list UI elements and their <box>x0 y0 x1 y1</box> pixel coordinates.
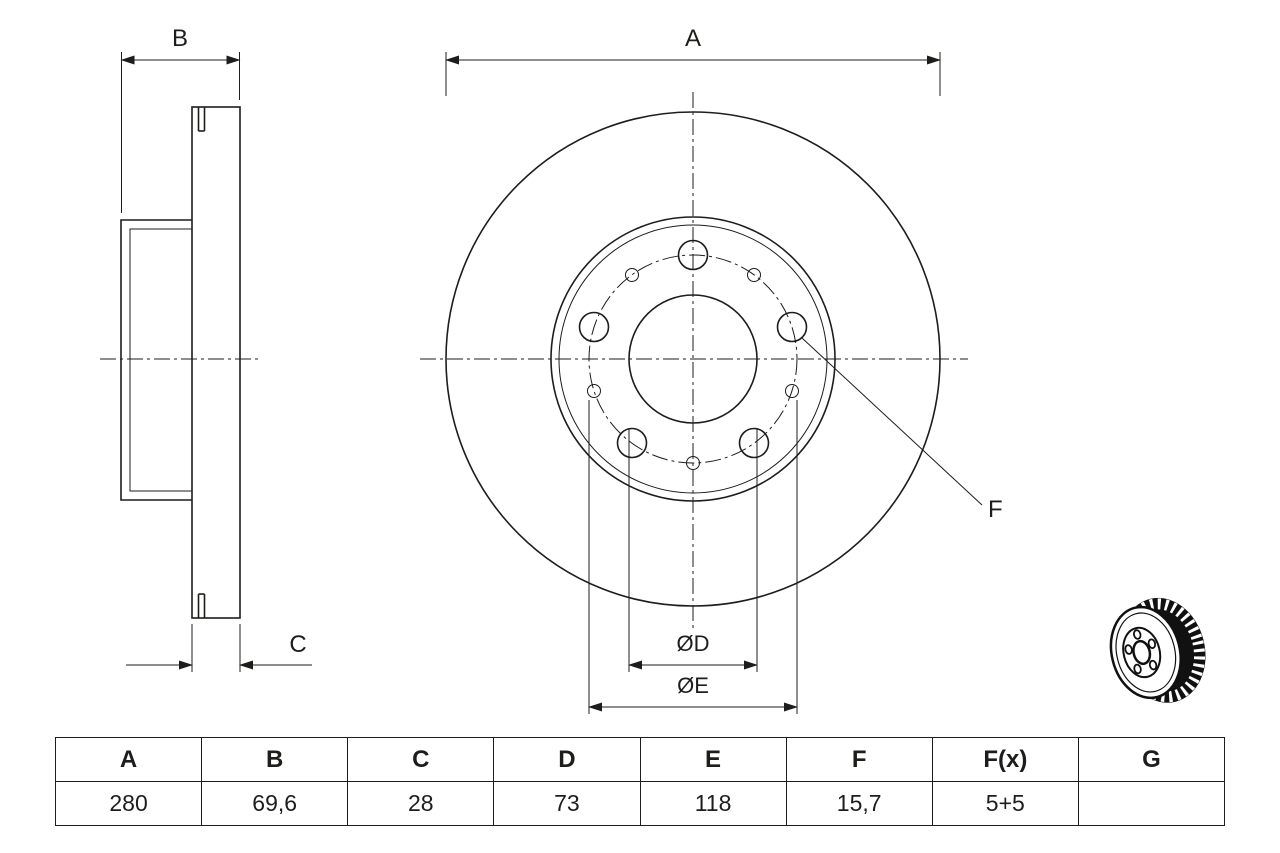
table-header-cell-e: E <box>639 737 787 782</box>
table-value-cell-e: 118 <box>639 781 787 826</box>
table-header-cell-c: C <box>347 737 495 782</box>
table-value-cell-b: 69,6 <box>201 781 349 826</box>
dim-e-label: ØE <box>677 673 709 698</box>
side-view-cross-section <box>100 106 262 619</box>
table-header-row: A B C D E F F(x) G <box>54 737 1226 782</box>
dim-a-label: A <box>685 25 701 52</box>
table-value-row: 280 69,6 28 73 118 15,7 5+5 <box>54 781 1226 826</box>
table-header-cell-b: B <box>201 737 349 782</box>
dimension-c: C <box>126 624 312 672</box>
table-value-cell-f: 15,7 <box>785 781 933 826</box>
disc-3d-thumbnail <box>1109 597 1206 703</box>
table-header-cell-fx: F(x) <box>931 737 1079 782</box>
dim-f-label: F <box>988 496 1003 523</box>
front-view <box>420 92 968 630</box>
dim-b-label: B <box>172 25 188 52</box>
table-header-cell-g: G <box>1077 737 1226 782</box>
dimension-b: B <box>120 25 241 213</box>
table-value-cell-d: 73 <box>493 781 641 826</box>
dimension-d: ØD <box>628 428 758 672</box>
small-locating-holes <box>587 268 799 470</box>
table-header-cell-d: D <box>493 737 641 782</box>
dimension-f-leader: F <box>801 337 1003 523</box>
table-value-cell-g <box>1077 781 1226 826</box>
table-value-cell-a: 280 <box>54 781 203 826</box>
dimension-e: ØE <box>588 400 798 714</box>
table-header-cell-a: A <box>54 737 203 782</box>
dimension-table: A B C D E F F(x) G 280 69,6 28 73 118 15… <box>54 737 1226 826</box>
table-value-cell-c: 28 <box>347 781 495 826</box>
table-value-cell-fx: 5+5 <box>931 781 1079 826</box>
dim-d-label: ØD <box>677 631 710 656</box>
dimension-a: A <box>445 25 941 96</box>
dim-c-label: C <box>289 631 306 658</box>
technical-drawing: B A C ØD ØE F <box>100 25 1206 714</box>
table-header-cell-f: F <box>785 737 933 782</box>
